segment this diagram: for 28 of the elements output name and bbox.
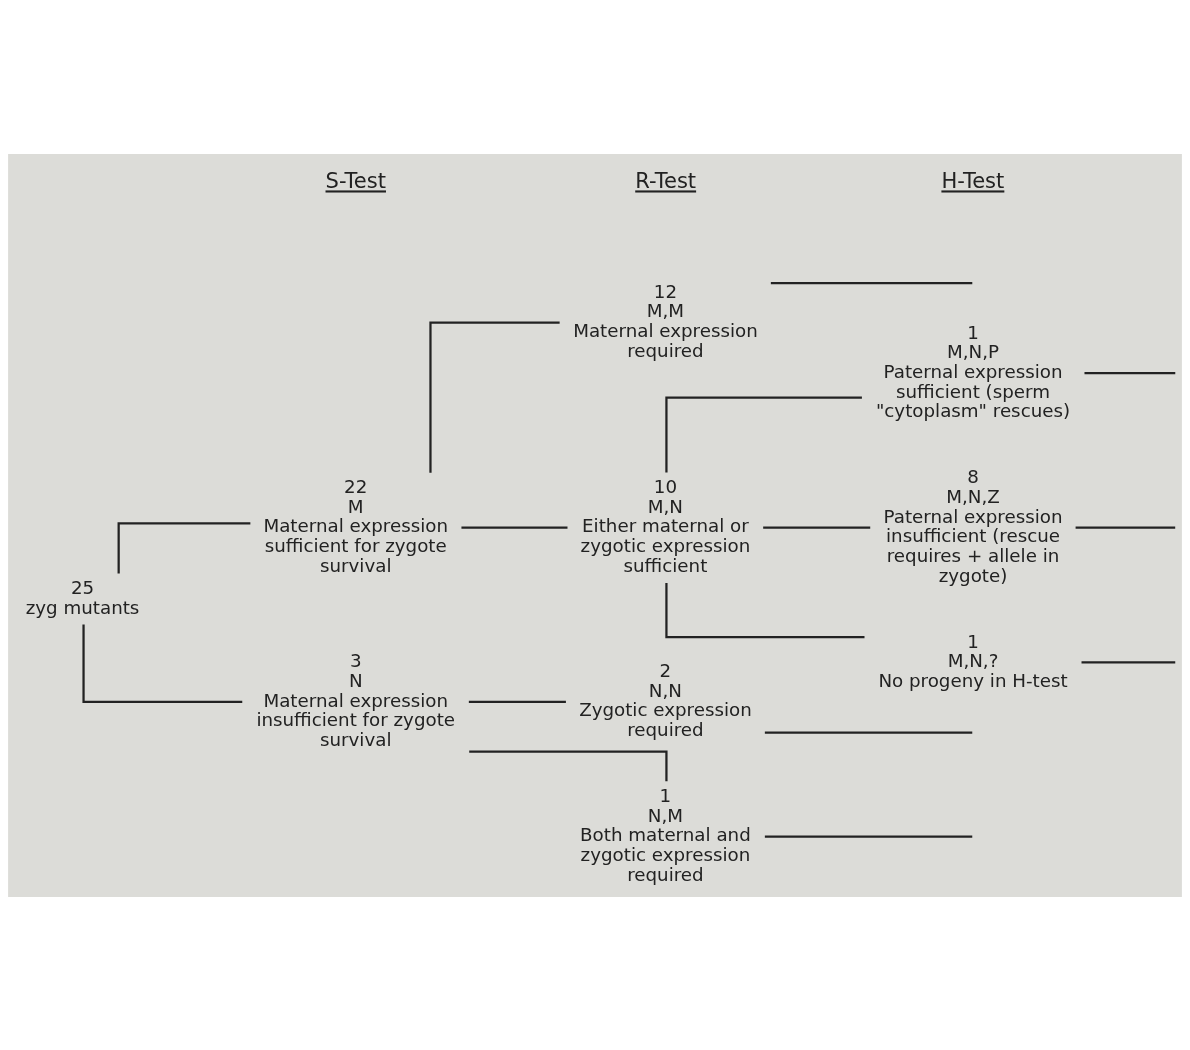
connector [82, 624, 243, 703]
node-text: 8 M,N,Z Paternal expression insufficient (rescue requires + allele in zygote) [883, 465, 1063, 586]
connector [764, 731, 973, 734]
connector [1075, 526, 1176, 529]
node-text: 1 M,N,? No progeny in H-test [878, 630, 1068, 691]
connector [468, 700, 566, 703]
connector [1084, 371, 1176, 374]
label: H-Test [941, 167, 1005, 193]
connector [429, 320, 560, 473]
connector [461, 526, 568, 529]
node-text: 2 N,N Zygotic expression required [579, 659, 752, 740]
connector [1081, 660, 1176, 664]
connector [763, 526, 871, 529]
node-text: 25 zyg mutants [25, 576, 140, 618]
label: R-Test [635, 167, 697, 193]
node-text: 12 M,M Maternal expression required [573, 280, 758, 361]
node-text: 1 N,M Both maternal and zygotic expression required [580, 784, 751, 885]
connector [665, 396, 862, 472]
node-text: 1 M,N,P Paternal expression sufficient (sperm "cytoplasm" rescues) [875, 321, 1071, 421]
connector [764, 834, 973, 838]
node-text: 3 N Maternal expression insufficient for zygote survival [256, 649, 456, 750]
node-text: 22 M Maternal expression sufficient for zygote survival [263, 475, 448, 576]
connector [770, 281, 973, 284]
connector [665, 582, 865, 638]
label: S-Test [325, 167, 386, 193]
connector [469, 750, 668, 781]
connector [117, 521, 251, 574]
node-text: 10 M,N Either maternal or zygotic expression sufficient [580, 475, 751, 576]
